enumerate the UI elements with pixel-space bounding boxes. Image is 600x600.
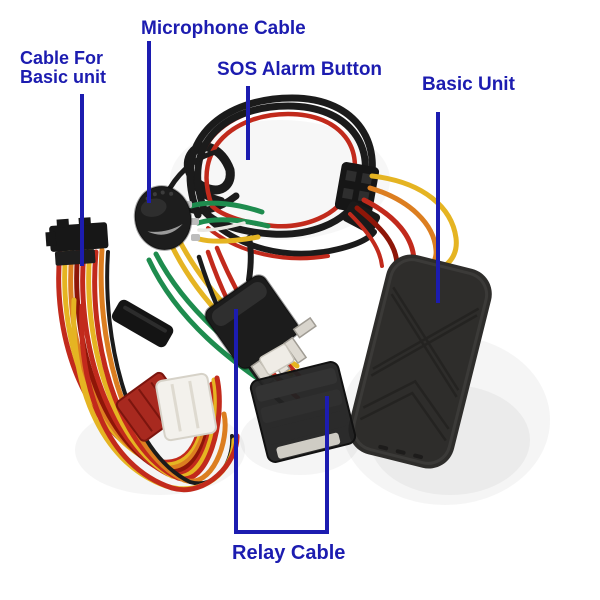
harness-connector [45, 217, 109, 266]
cable-tie [111, 299, 174, 348]
relay-cable-bracket-right-line [325, 396, 329, 534]
sos-alarm-button-label: SOS Alarm Button [217, 59, 383, 80]
cable-for-basic-unit-label: Cable For Basic unit [20, 49, 106, 87]
sos-leader-line [246, 86, 250, 160]
cable-for-basic-unit-label-line2: Basic unit [20, 67, 107, 87]
device-chevron-pattern [359, 286, 480, 442]
socket-latch [259, 343, 295, 376]
microphone-leader-line [147, 41, 151, 203]
cable-for-leader-line [80, 94, 84, 266]
cable-for-basic-unit-label-line1: Cable For [20, 48, 104, 68]
wiring-harness [56, 247, 240, 493]
microphone-cable-wire [167, 149, 219, 191]
microphone-cable-label: Microphone Cable [141, 18, 306, 39]
device-bottom-marks [378, 444, 424, 460]
basic-unit-device [348, 254, 492, 469]
basic-unit-label: Basic Unit [422, 74, 515, 95]
relay-cable-label: Relay Cable [232, 542, 346, 564]
relay-cable-bracket-left-line [234, 309, 238, 534]
white-connector [155, 372, 218, 442]
basic-unit-leader-line [436, 112, 440, 303]
relay-cable-bracket-bottom-line [234, 530, 329, 534]
